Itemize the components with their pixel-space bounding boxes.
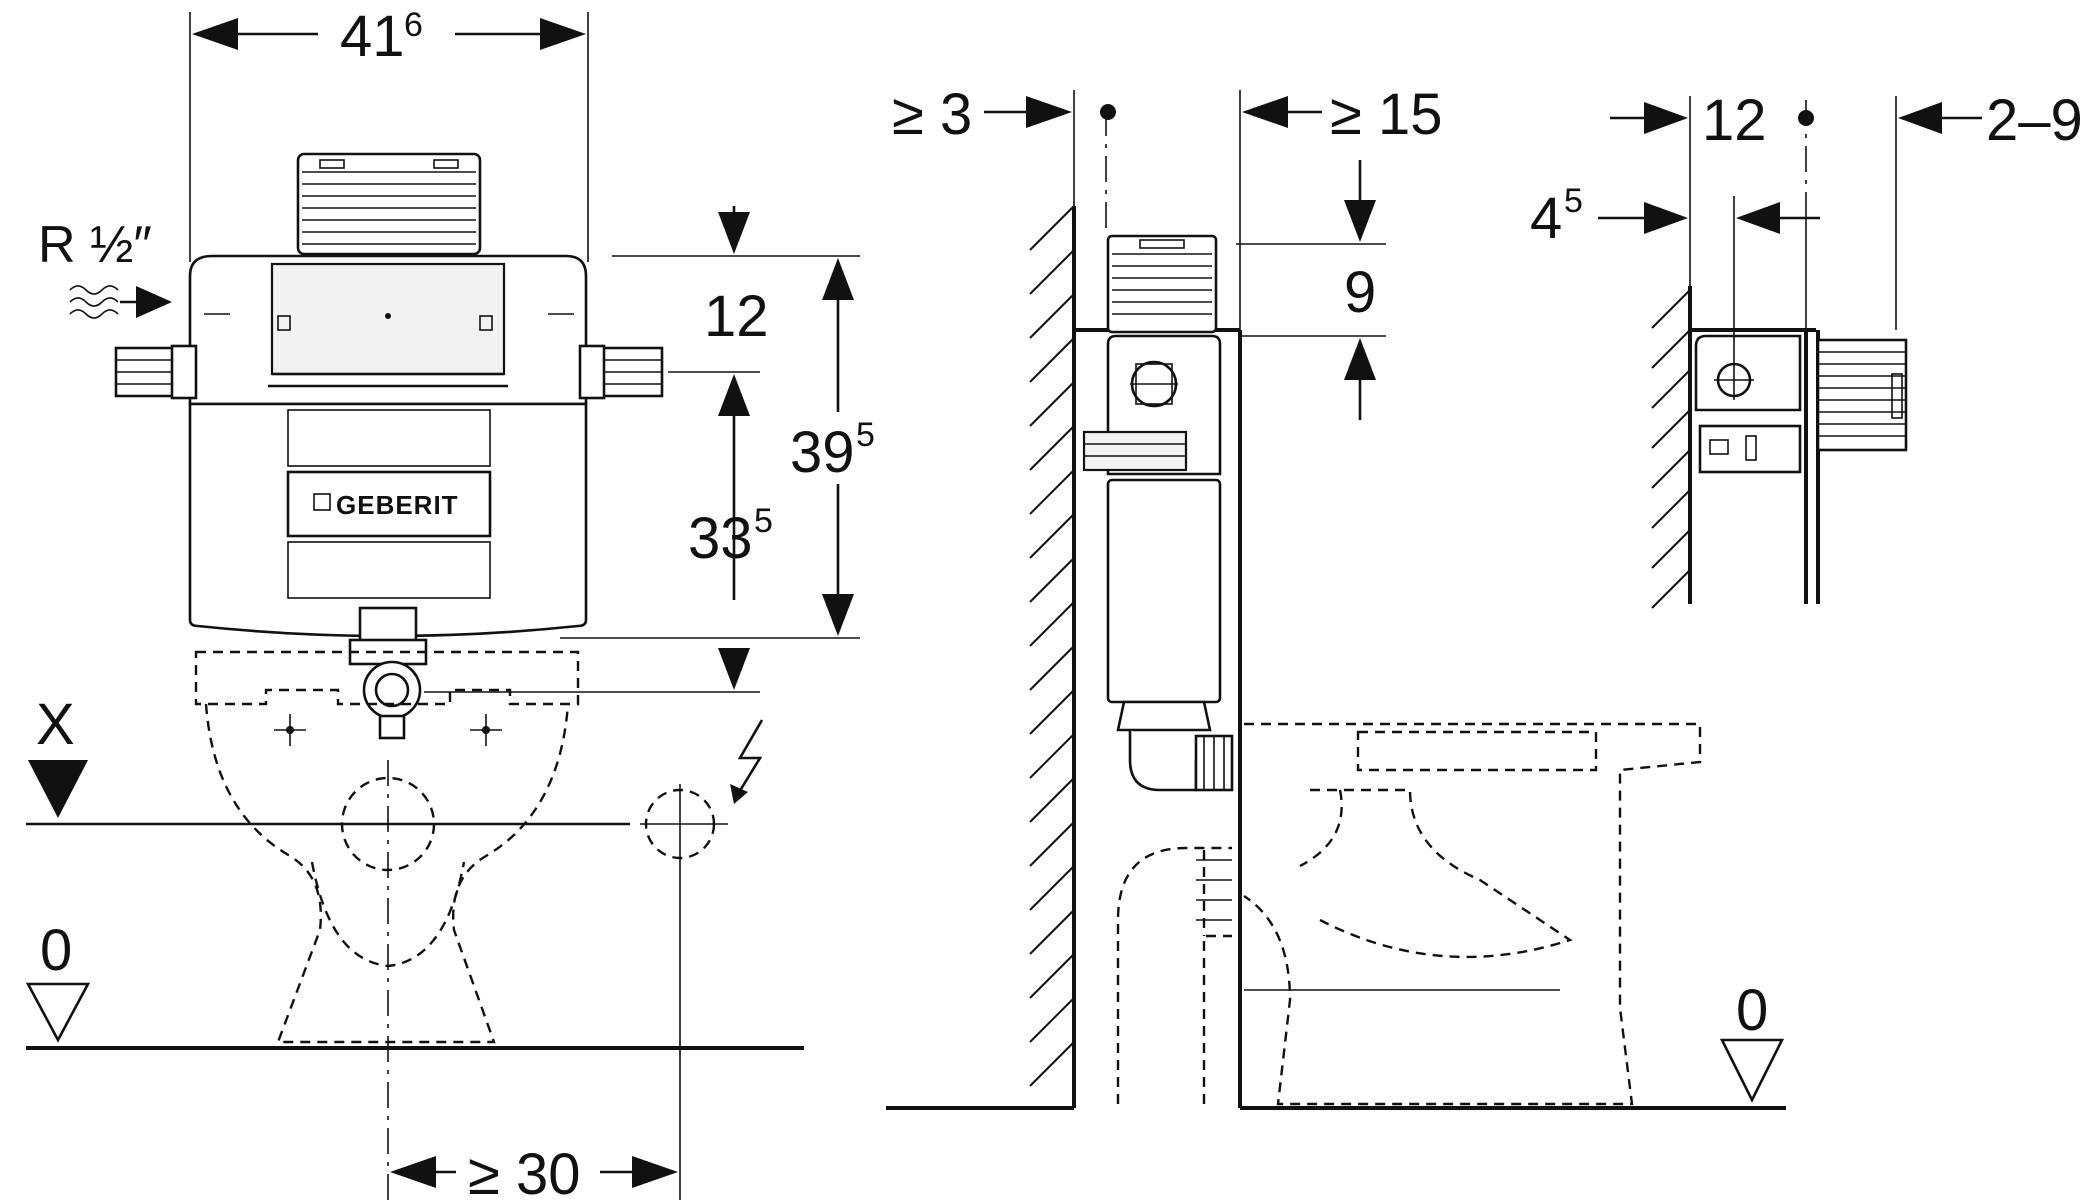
floor-level-front: 0 <box>25 918 804 1050</box>
socket-distance-dimension: ≥ 30 <box>390 1142 678 1200</box>
electric-socket <box>640 719 764 1200</box>
cistern-front: GEBERIT <box>114 152 664 740</box>
front-clearance-dimension: ≥ 15 <box>1239 82 1442 330</box>
total-height-label-sup: 5 <box>856 416 875 454</box>
water-connection: R ½″ <box>38 216 172 319</box>
width-dimension: 41 6 <box>189 4 589 262</box>
socket-distance-label: ≥ 30 <box>468 1142 580 1200</box>
wall-gap-dimension: ≥ 3 <box>892 82 1075 206</box>
left-wall-bracket <box>114 344 198 400</box>
flush-height-label: 9 <box>1344 260 1376 325</box>
front-clearance-label: ≥ 15 <box>1330 82 1442 147</box>
wall-gap-label: ≥ 3 <box>892 82 972 147</box>
detail-panel-dimension: 2–9 <box>1898 88 2083 153</box>
geberit-logo: GEBERIT <box>313 490 459 520</box>
brand-logo-text: GEBERIT <box>336 490 459 520</box>
wc-bowl-side <box>1243 722 1702 1106</box>
width-label: 41 <box>340 4 405 69</box>
right-wall-bracket <box>578 344 664 400</box>
total-height-label: 39 <box>790 420 855 485</box>
front-view: 41 6 R ½″ <box>25 4 875 1200</box>
wall-hatching <box>1029 205 1075 1087</box>
detail-offset-label: 4 <box>1530 186 1562 251</box>
lower-height-label-sup: 5 <box>754 502 773 540</box>
floor-level-front-label: 0 <box>40 918 72 983</box>
flush-outlet <box>348 606 428 740</box>
lower-height-label: 33 <box>688 506 753 571</box>
upper-height-label: 12 <box>704 284 769 349</box>
grill-lines <box>302 159 476 245</box>
drain-pipe-side <box>1116 846 1232 1104</box>
water-flow-icon <box>69 285 172 319</box>
detail-panel-label: 2–9 <box>1986 88 2083 153</box>
detail-view: 12 4 5 2–9 <box>1530 88 2083 609</box>
detail-depth-dimension: 12 <box>1610 88 1814 200</box>
floor-level-side: 0 <box>1719 978 1785 1103</box>
lightning-icon <box>730 719 764 804</box>
width-label-sup: 6 <box>404 6 423 44</box>
floor-level-side-label: 0 <box>1736 978 1768 1043</box>
side-view: ≥ 3 ≥ 15 9 <box>886 82 1786 1110</box>
detail-offset-dimension: 4 5 <box>1530 182 1820 251</box>
flush-height-dimension: 9 <box>1236 160 1386 420</box>
cistern-side <box>1082 104 1234 792</box>
side-wall <box>886 205 1786 1110</box>
reference-line-x: X <box>26 692 630 826</box>
reference-x-label: X <box>36 692 75 757</box>
water-connection-label: R ½″ <box>38 216 152 274</box>
detail-wall <box>1651 286 1692 609</box>
detail-offset-label-sup: 5 <box>1564 182 1583 220</box>
detail-cistern <box>1694 334 1908 474</box>
height-dimensions: 12 39 5 33 5 <box>424 206 875 693</box>
detail-depth-label: 12 <box>1702 88 1767 153</box>
